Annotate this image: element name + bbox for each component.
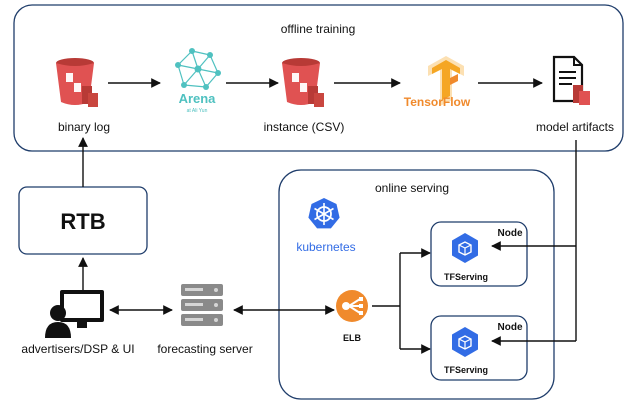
binary-log-label: binary log [58, 120, 110, 134]
arena-logo-icon [175, 48, 221, 90]
kubernetes-label: kubernetes [296, 240, 355, 254]
arena-logo-text: Arena [179, 91, 217, 106]
user-computer-icon [45, 290, 104, 338]
elb-icon [336, 290, 368, 322]
node-box [430, 221, 528, 287]
online-serving-title: online serving [375, 181, 449, 195]
s3-bucket-icon [282, 58, 324, 107]
tfserving-pod-icon [452, 233, 478, 263]
tensorflow-logo-icon [428, 56, 464, 106]
offline-training-title: offline training [281, 22, 356, 36]
instance-csv-label: instance (CSV) [264, 120, 345, 134]
tfserving-pod-icon [452, 327, 478, 357]
server-icon [181, 284, 223, 326]
tfserving-label: TFServing [444, 272, 488, 282]
advertisers-label: advertisers/DSP & UI [21, 342, 134, 356]
offline-training-group [13, 4, 624, 152]
rtb-label: RTB [60, 209, 105, 234]
arena-logo-subtext: at Ali Yun [187, 108, 208, 114]
s3-bucket-icon [56, 58, 98, 107]
kubernetes-icon [308, 198, 340, 229]
tfserving-label: TFServing [444, 365, 488, 375]
tensorflow-label: TensorFlow [404, 95, 471, 109]
model-artifacts-label: model artifacts [536, 120, 614, 134]
elb-label: ELB [343, 333, 362, 343]
document-icon [552, 55, 590, 105]
node-title: Node [498, 322, 523, 333]
forecasting-server-label: forecasting server [157, 342, 252, 356]
node-title: Node [498, 228, 523, 239]
node-box [430, 315, 528, 381]
online-serving-group [278, 169, 555, 400]
